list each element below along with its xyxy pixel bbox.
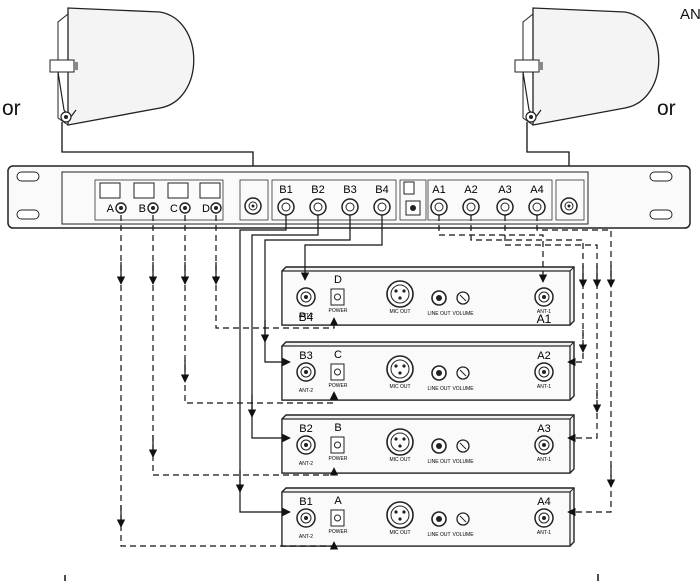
ant2-label: ANT-2 [299,313,313,319]
power-jack-icon [330,363,345,381]
antenna-right [514,7,660,193]
ant2-label: ANT-2 [299,534,313,540]
receiver-letter: A [334,495,342,507]
or-label-right: or [657,97,676,120]
mic-out-label: MIC OUT [389,309,410,315]
receiver-left-port-label: B1 [299,496,312,508]
volume-label: VOLUME [452,459,474,465]
line-out-label: LINE OUT [427,311,450,317]
receiver-right-port-label: A1 [537,312,552,326]
port-label-a3: A3 [498,184,511,196]
mic-out-label: MIC OUT [389,530,410,536]
receiver-right-port-label: A4 [537,496,550,508]
port-label-a4: A4 [530,184,543,196]
volume-label: VOLUME [452,386,474,392]
receiver-left-port-label: B2 [299,423,312,435]
port-label-a1: A1 [432,184,445,196]
ant1-label: ANT-1 [537,530,551,536]
volume-label: VOLUME [452,311,474,317]
receiver-left-port-label: B3 [299,350,312,362]
line-out-label: LINE OUT [427,532,450,538]
receiver-left-port-label-bottom: B4 [299,310,314,324]
mic-out-label: MIC OUT [389,457,410,463]
receiver-right-port-label: A3 [537,423,550,435]
port-label-a2: A2 [464,184,477,196]
distribution-unit: A B C D B1 B2 B3 B4 A1 A2 [7,165,691,229]
power-label: POWER [329,529,348,535]
volume-label: VOLUME [452,532,474,538]
power-label: POWER [329,308,348,314]
port-label-b2: B2 [311,184,324,196]
rf-cables-a [438,215,612,517]
dc-jack-label-d: D [202,203,210,215]
power-label: POWER [329,456,348,462]
dc-jack-label-a: A [107,203,115,215]
dc-jack-label-c: C [170,203,178,215]
rf-cables-b [239,215,383,517]
power-jack-icon [330,436,345,454]
ant2-label: ANT-2 [299,461,313,467]
dc-jack-label-b: B [139,203,146,215]
port-label-b3: B3 [343,184,356,196]
port-label-b4: B4 [375,184,388,196]
ant1-label: ANT-1 [537,457,551,463]
antenna-left [49,7,254,193]
power-jack-icon [330,288,345,306]
dc-power-cables [120,215,339,550]
receiver-letter: D [334,274,342,286]
power-jack-icon [330,509,345,527]
receiver-right-port-label: A2 [537,350,550,362]
ant2-label: ANT-2 [299,388,313,394]
receiver-letter: B [334,422,341,434]
ant1-label: ANT-1 [537,309,551,315]
or-label-left: or [2,97,21,120]
dc-down-arrows [116,262,221,528]
line-out-label: LINE OUT [427,386,450,392]
ant1-label: ANT-1 [537,384,551,390]
port-label-b1: B1 [279,184,292,196]
line-out-label: LINE OUT [427,459,450,465]
cable-down-arrows [235,265,616,493]
corner-label: AN [680,6,700,23]
receiver-letter: C [334,349,342,361]
power-label: POWER [329,383,348,389]
mic-out-label: MIC OUT [389,384,410,390]
